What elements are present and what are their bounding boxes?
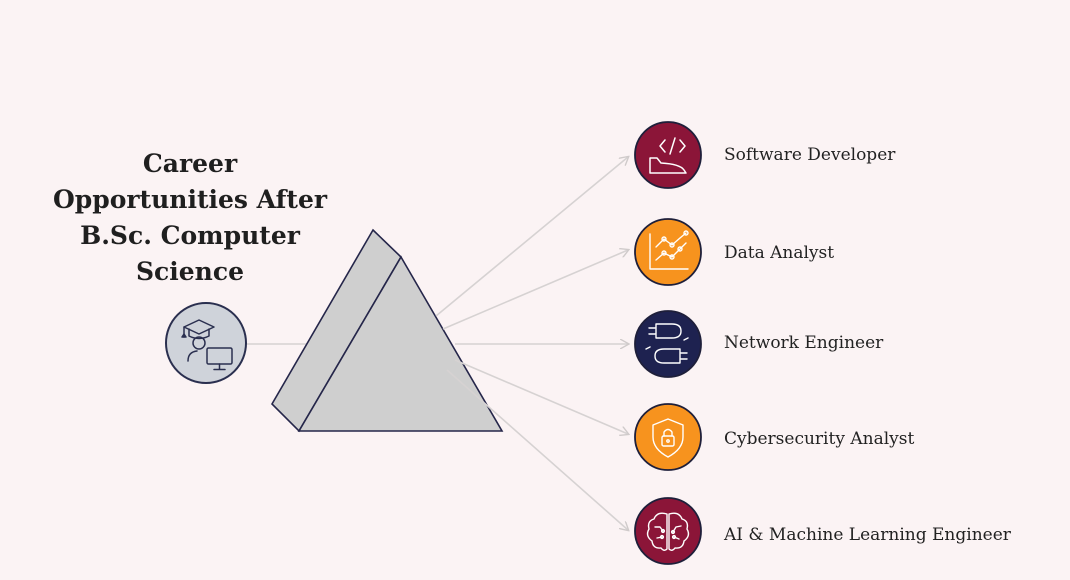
diagram-title: Career Opportunities After B.Sc. Compute… (40, 146, 340, 290)
outgoing-beams (435, 157, 628, 530)
career-node-ai-ml-engineer (634, 497, 702, 565)
career-node-network-engineer (634, 310, 702, 378)
career-label-data-analyst: Data Analyst (724, 243, 835, 263)
career-circle-ai-ml-engineer (634, 497, 702, 565)
prism (270, 228, 504, 433)
title-line-1: Career (142, 149, 238, 178)
ai-brain-icon (646, 512, 690, 551)
source-node (165, 302, 247, 384)
career-circle-network-engineer (634, 310, 702, 378)
beam-software-developer (435, 157, 628, 317)
beam-cybersecurity-analyst (454, 359, 628, 434)
beam-ai-ml-engineer (446, 369, 628, 530)
career-label-software-developer: Software Developer (724, 145, 896, 165)
shield-lock-icon (652, 418, 684, 458)
career-node-software-developer (634, 121, 702, 189)
network-plug-icon (645, 323, 689, 364)
graduate-computer-icon (181, 319, 233, 371)
career-label-network-engineer: Network Engineer (724, 333, 884, 353)
source-circle (165, 302, 247, 384)
title-line-2: Opportunities After (52, 185, 328, 214)
career-node-data-analyst (634, 218, 702, 286)
career-circle-cybersecurity-analyst (634, 403, 702, 471)
career-node-cybersecurity-analyst (634, 403, 702, 471)
beam-data-analyst (442, 250, 628, 330)
prism-front-face (297, 255, 504, 432)
career-label-cybersecurity-analyst: Cybersecurity Analyst (724, 429, 915, 449)
code-laptop-icon (649, 137, 687, 174)
line-chart-icon (649, 230, 689, 270)
title-line-4: Science (136, 257, 244, 286)
career-label-ai-ml-engineer: AI & Machine Learning Engineer (724, 525, 1011, 545)
career-circle-software-developer (634, 121, 702, 189)
career-circle-data-analyst (634, 218, 702, 286)
title-line-3: B.Sc. Computer (80, 221, 300, 250)
